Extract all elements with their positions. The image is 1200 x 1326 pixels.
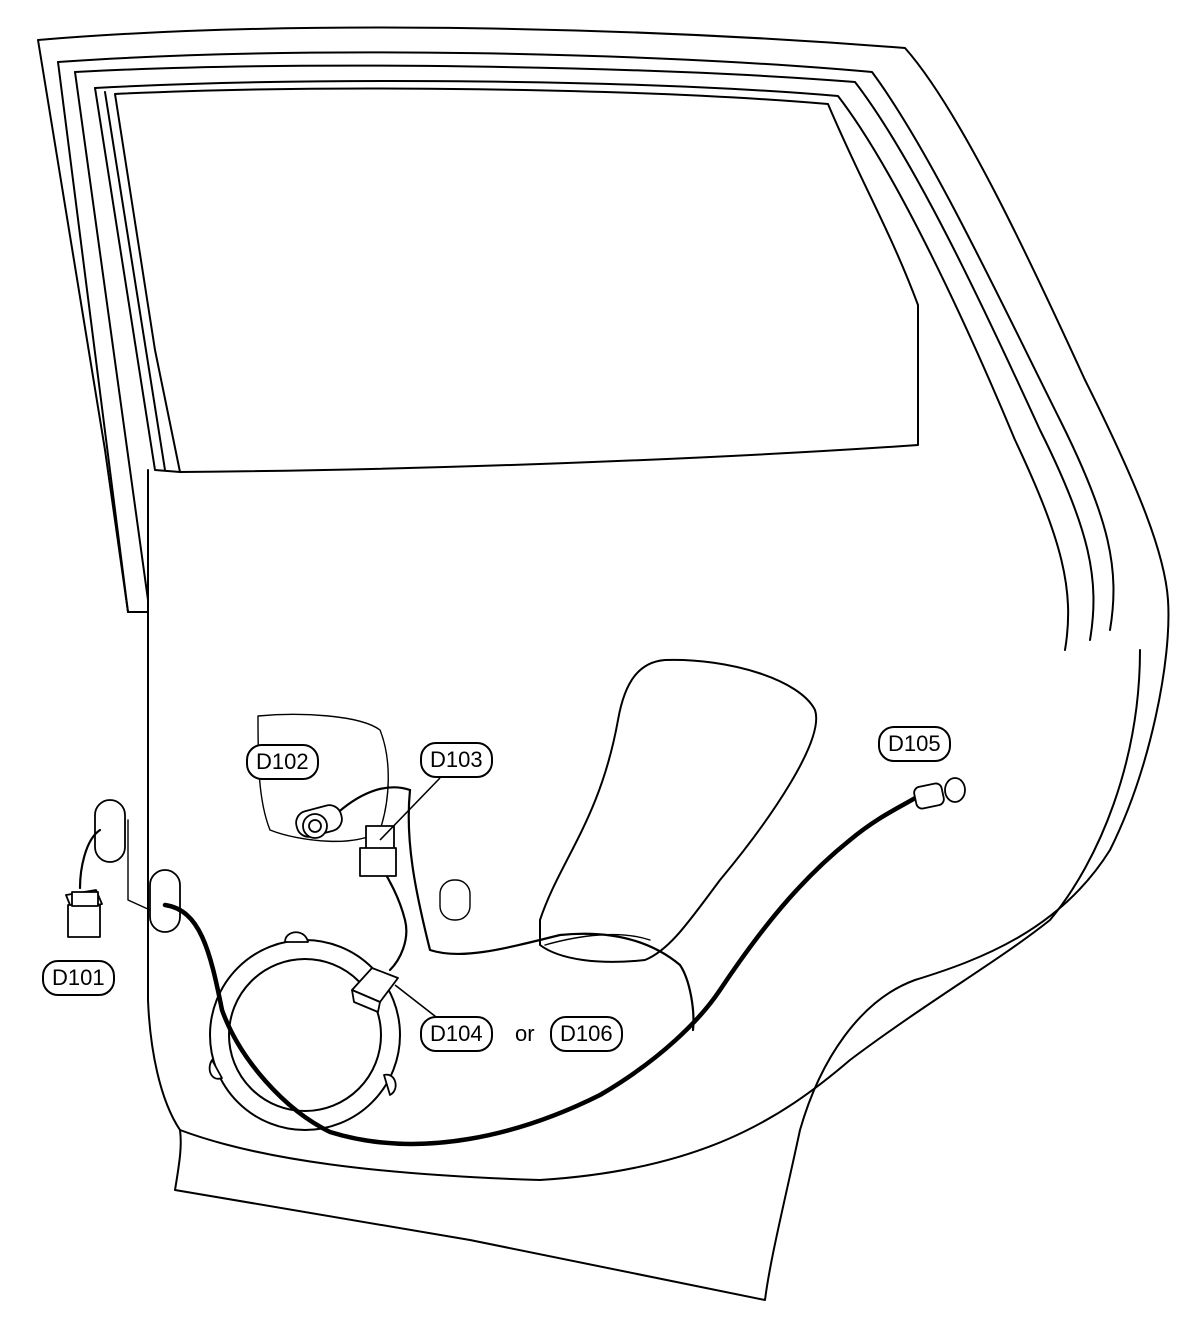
window-frame-inner <box>94 80 1070 651</box>
label-d105: D105 <box>878 726 951 762</box>
label-or: or <box>515 1021 535 1046</box>
connector-d101 <box>65 889 103 938</box>
branch-armrest <box>407 788 695 1032</box>
label-d103: D103 <box>420 742 493 778</box>
label-d101: D101 <box>42 960 115 996</box>
speaker-inner-ring <box>228 958 382 1112</box>
speaker-tab-left <box>208 1059 223 1080</box>
edge-seal <box>127 819 151 911</box>
connector-d102 <box>295 804 343 839</box>
door-hole <box>439 879 471 921</box>
label-d104: D104 <box>420 1016 493 1052</box>
door-outer-outline <box>37 26 1170 1301</box>
pillar-strip-2 <box>94 87 181 473</box>
leader-d104 <box>394 984 441 1021</box>
speaker-tab-right <box>383 1073 397 1096</box>
window-frame-mid <box>74 64 1095 641</box>
branch-d103 <box>376 860 408 972</box>
leader-d103 <box>379 777 441 841</box>
grommet-upper <box>94 799 126 863</box>
pillar-strip-outer <box>57 61 129 613</box>
main-harness <box>162 792 923 1147</box>
branch-d101 <box>78 828 102 890</box>
speaker-tab-top <box>284 931 309 943</box>
connector-d105 <box>913 777 966 810</box>
armrest-panel <box>539 658 818 963</box>
label-d102: D102 <box>246 744 319 780</box>
window-frame-outer <box>57 51 1115 631</box>
pillar-strip-3 <box>104 91 166 471</box>
grommet-lower <box>149 869 181 933</box>
label-d106: D106 <box>550 1016 623 1052</box>
door-inner-outline <box>179 649 1141 1181</box>
pillar-strip-1 <box>74 71 149 601</box>
pillar-bottom <box>127 469 149 613</box>
window-glass <box>114 87 919 473</box>
connector-d103 <box>359 825 397 877</box>
connector-d104 <box>351 967 399 1013</box>
